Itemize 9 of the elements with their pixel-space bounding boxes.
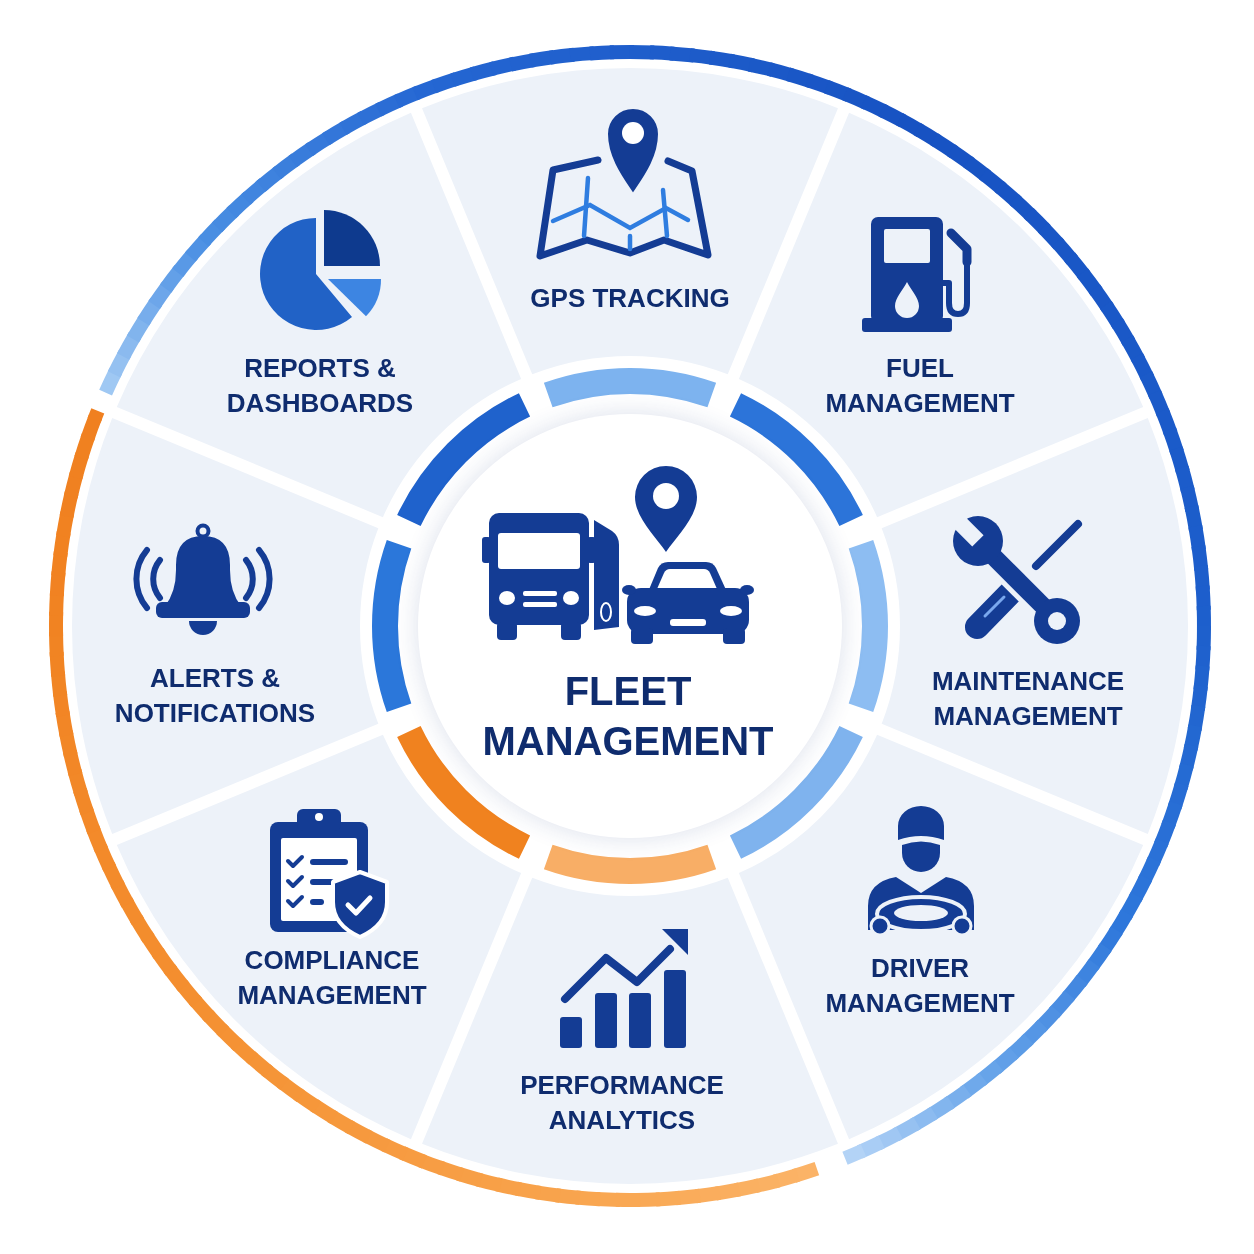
center-title: FLEET MANAGEMENT (482, 669, 774, 763)
segment-label: COMPLIANCE MANAGEMENT (237, 945, 427, 1010)
segment-label: REPORTS & DASHBOARDS (226, 353, 414, 418)
segment-label: DRIVER MANAGEMENT (825, 953, 1015, 1018)
segment-label: ALERTS & NOTIFICATIONS (114, 663, 316, 728)
segment-label: FUEL MANAGEMENT (825, 353, 1015, 418)
segment-label: GPS TRACKING (530, 282, 730, 313)
segment-label: MAINTENANCE MANAGEMENT (931, 666, 1125, 731)
segment-label: PERFORMANCE ANALYTICS (520, 1070, 724, 1135)
